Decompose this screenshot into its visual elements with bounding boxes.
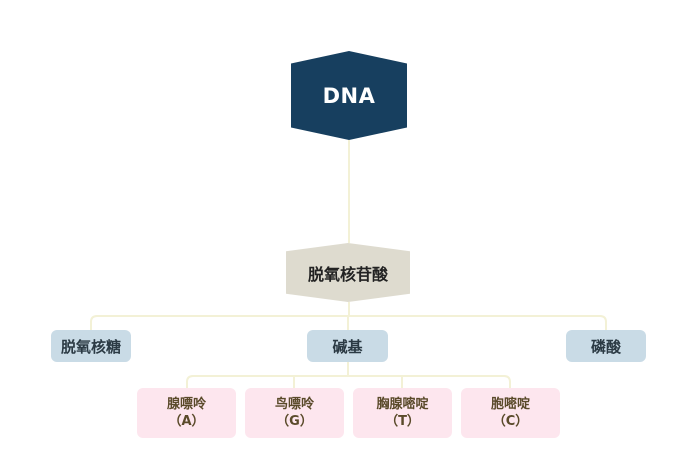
connector-bases-bracket [186,375,511,388]
node-adenine-code: （A） [168,414,205,429]
node-nucleotide: 脱氧核苷酸 [286,243,410,302]
node-thymine-name: 胸腺嘧啶 [376,397,429,412]
node-base-label: 碱基 [332,337,363,356]
node-deoxyribose: 脱氧核糖 [51,330,131,362]
node-cytosine-code: （C） [492,414,529,429]
node-dna-root: DNA [291,51,407,140]
node-deoxyribose-label: 脱氧核糖 [60,337,121,356]
node-phosphate-label: 磷酸 [590,337,621,356]
node-cytosine: 胞嘧啶 （C） [461,388,560,438]
node-thymine: 胸腺嘧啶 （T） [353,388,452,438]
node-nucleotide-label: 脱氧核苷酸 [307,264,388,284]
node-phosphate: 磷酸 [566,330,646,362]
node-adenine-name: 腺嘌呤 [166,397,206,412]
node-guanine-code: （G） [276,414,313,429]
node-cytosine-name: 胞嘧啶 [490,397,530,412]
node-dna-label: DNA [322,83,376,108]
node-thymine-code: （T） [385,414,420,429]
node-guanine: 鸟嘌呤 （G） [245,388,344,438]
node-base: 碱基 [307,330,388,362]
node-guanine-name: 鸟嘌呤 [274,397,314,412]
node-adenine: 腺嘌呤 （A） [137,388,236,438]
